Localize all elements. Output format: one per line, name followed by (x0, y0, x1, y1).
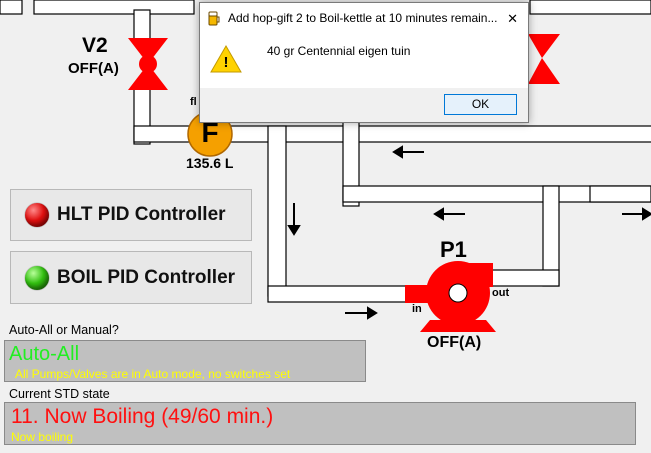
pump-p1-state: OFF(A) (427, 334, 482, 351)
pipe-segment (589, 185, 651, 203)
flow-arrow-left (433, 207, 465, 221)
pump-p1-in-label: in (412, 303, 422, 315)
std-state-title: Current STD state (9, 387, 110, 401)
pipe-segment (33, 0, 195, 15)
boil-pid-controller-button[interactable]: BOIL PID Controller (10, 251, 252, 304)
pipe-segment (133, 125, 651, 143)
boil-status-led-icon (25, 265, 49, 290)
valve-v2-name: V2 (82, 34, 108, 57)
pipe-segment (487, 269, 560, 287)
mode-panel[interactable]: Auto-All All Pumps/Valves are in Auto mo… (4, 340, 366, 382)
hlt-pid-controller-button[interactable]: HLT PID Controller (10, 189, 252, 241)
mode-value: Auto-All (9, 343, 80, 365)
valve-v2-state: OFF(A) (68, 60, 119, 77)
pipe-segment (0, 0, 23, 15)
warning-icon: ! (210, 44, 242, 73)
mode-subtext: All Pumps/Valves are in Auto mode, no sw… (15, 367, 291, 381)
flow-meter-partial-label: fl (190, 96, 197, 108)
dialog-title: Add hop-gift 2 to Boil-kettle at 10 minu… (228, 11, 498, 25)
dialog-titlebar[interactable]: Add hop-gift 2 to Boil-kettle at 10 minu… (200, 3, 528, 33)
boil-pid-label: BOIL PID Controller (57, 266, 236, 288)
std-state-value: 11. Now Boiling (49/60 min.) (11, 405, 274, 428)
flow-arrow-right (345, 306, 378, 320)
pipe-segment (267, 285, 411, 303)
std-state-panel: 11. Now Boiling (49/60 min.) Now boiling (4, 402, 636, 445)
valve-v2-shape (128, 38, 168, 90)
flow-meter-symbol[interactable]: F (201, 117, 219, 148)
mode-title: Auto-All or Manual? (9, 323, 119, 337)
flow-meter-reading: 135.6 L (186, 155, 234, 171)
hop-gift-dialog: Add hop-gift 2 to Boil-kettle at 10 minu… (199, 2, 529, 123)
flow-arrow-down (287, 203, 301, 236)
close-icon[interactable]: ✕ (507, 11, 518, 26)
flow-arrow-left (392, 145, 424, 159)
pipe-segment (342, 185, 651, 203)
dialog-footer: OK (200, 88, 528, 122)
ok-button[interactable]: OK (444, 94, 517, 115)
std-state-subtext: Now boiling (11, 430, 74, 444)
pump-p1-name: P1 (440, 237, 467, 262)
pipe-segment (267, 125, 287, 297)
pump-p1-shape (405, 261, 496, 332)
valve-right-shape (528, 34, 560, 84)
pipe-segment (529, 0, 651, 15)
pipe-segment (133, 9, 151, 41)
hlt-status-led-icon (25, 203, 49, 227)
dialog-body: ! 40 gr Centennial eigen tuin (200, 33, 528, 88)
hlt-pid-label: HLT PID Controller (57, 204, 226, 225)
dialog-message: 40 gr Centennial eigen tuin (267, 44, 411, 58)
app-icon (207, 10, 221, 26)
pump-p1-out-label: out (492, 287, 510, 299)
flow-arrow-right (622, 207, 651, 221)
